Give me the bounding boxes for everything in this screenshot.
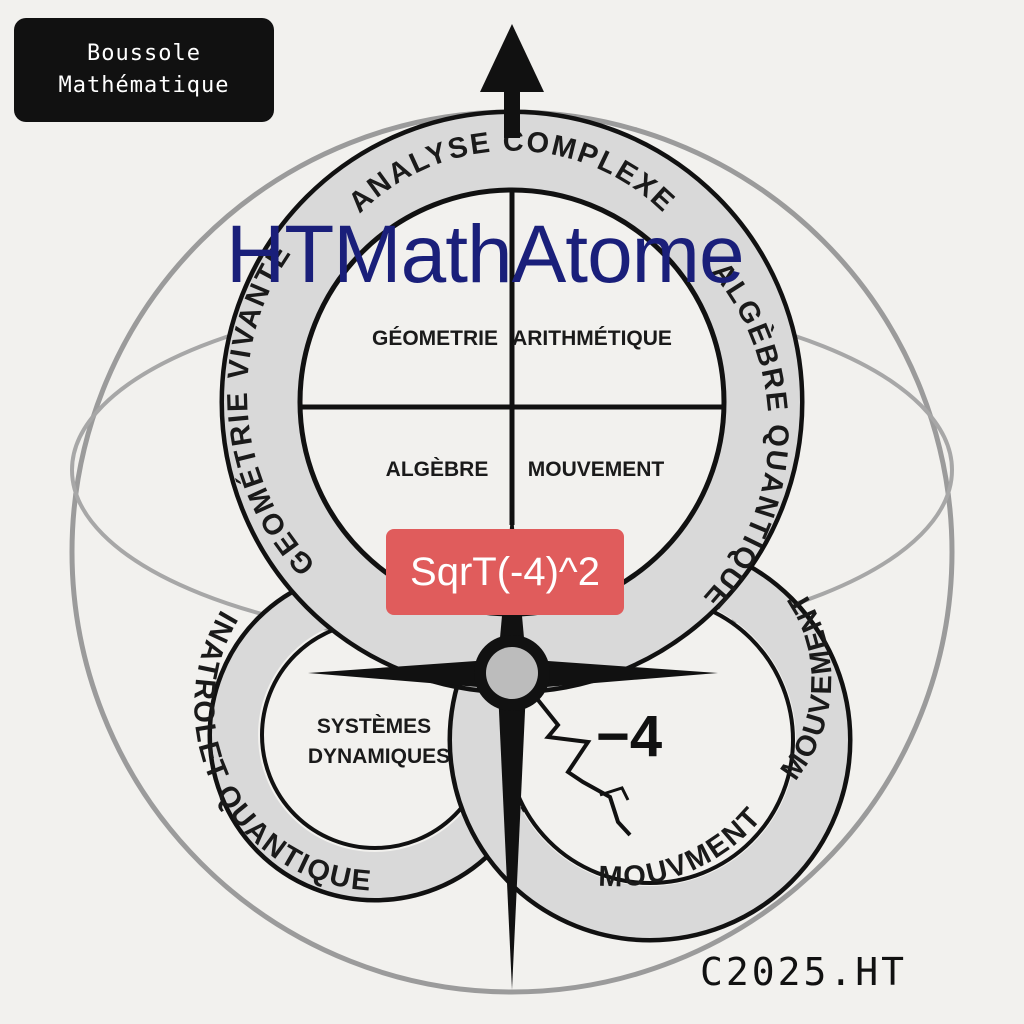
compass-needle-icon: [308, 505, 718, 990]
badge-line-2: Mathématique: [58, 73, 230, 98]
quadrant-mouvement: MOUVEMENT: [528, 458, 665, 481]
quadrant-algebre: ALGÈBRE: [386, 458, 489, 481]
north-arrow-icon: [480, 24, 544, 138]
dynamiques-label: DYNAMIQUES: [308, 745, 450, 768]
value-label: −4: [596, 704, 662, 769]
brand-title: HTMathAtome: [226, 209, 745, 300]
badge-line-1: Boussole: [87, 41, 201, 66]
quadrant-arithmetique: ARITHMÉTIQUE: [512, 327, 672, 350]
lightning-crack-icon: [536, 698, 632, 837]
copyright-label: C2025.HT: [700, 950, 908, 994]
formula-badge: SqrT(-4)^2: [386, 529, 624, 615]
crack-branch: [599, 786, 630, 801]
quadrant-geometrie: GÉOMETRIE: [372, 327, 498, 350]
systemes-label: SYSTÈMES: [317, 715, 431, 738]
title-badge: Boussole Mathématique: [14, 18, 274, 122]
